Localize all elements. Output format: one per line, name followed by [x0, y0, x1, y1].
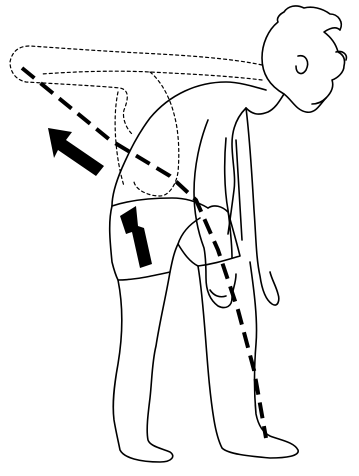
legs: [113, 262, 298, 462]
head: [262, 6, 346, 112]
arrow-up-left-icon: [48, 128, 104, 176]
far-arm: [236, 108, 279, 305]
arrow-up-icon: [120, 206, 152, 268]
